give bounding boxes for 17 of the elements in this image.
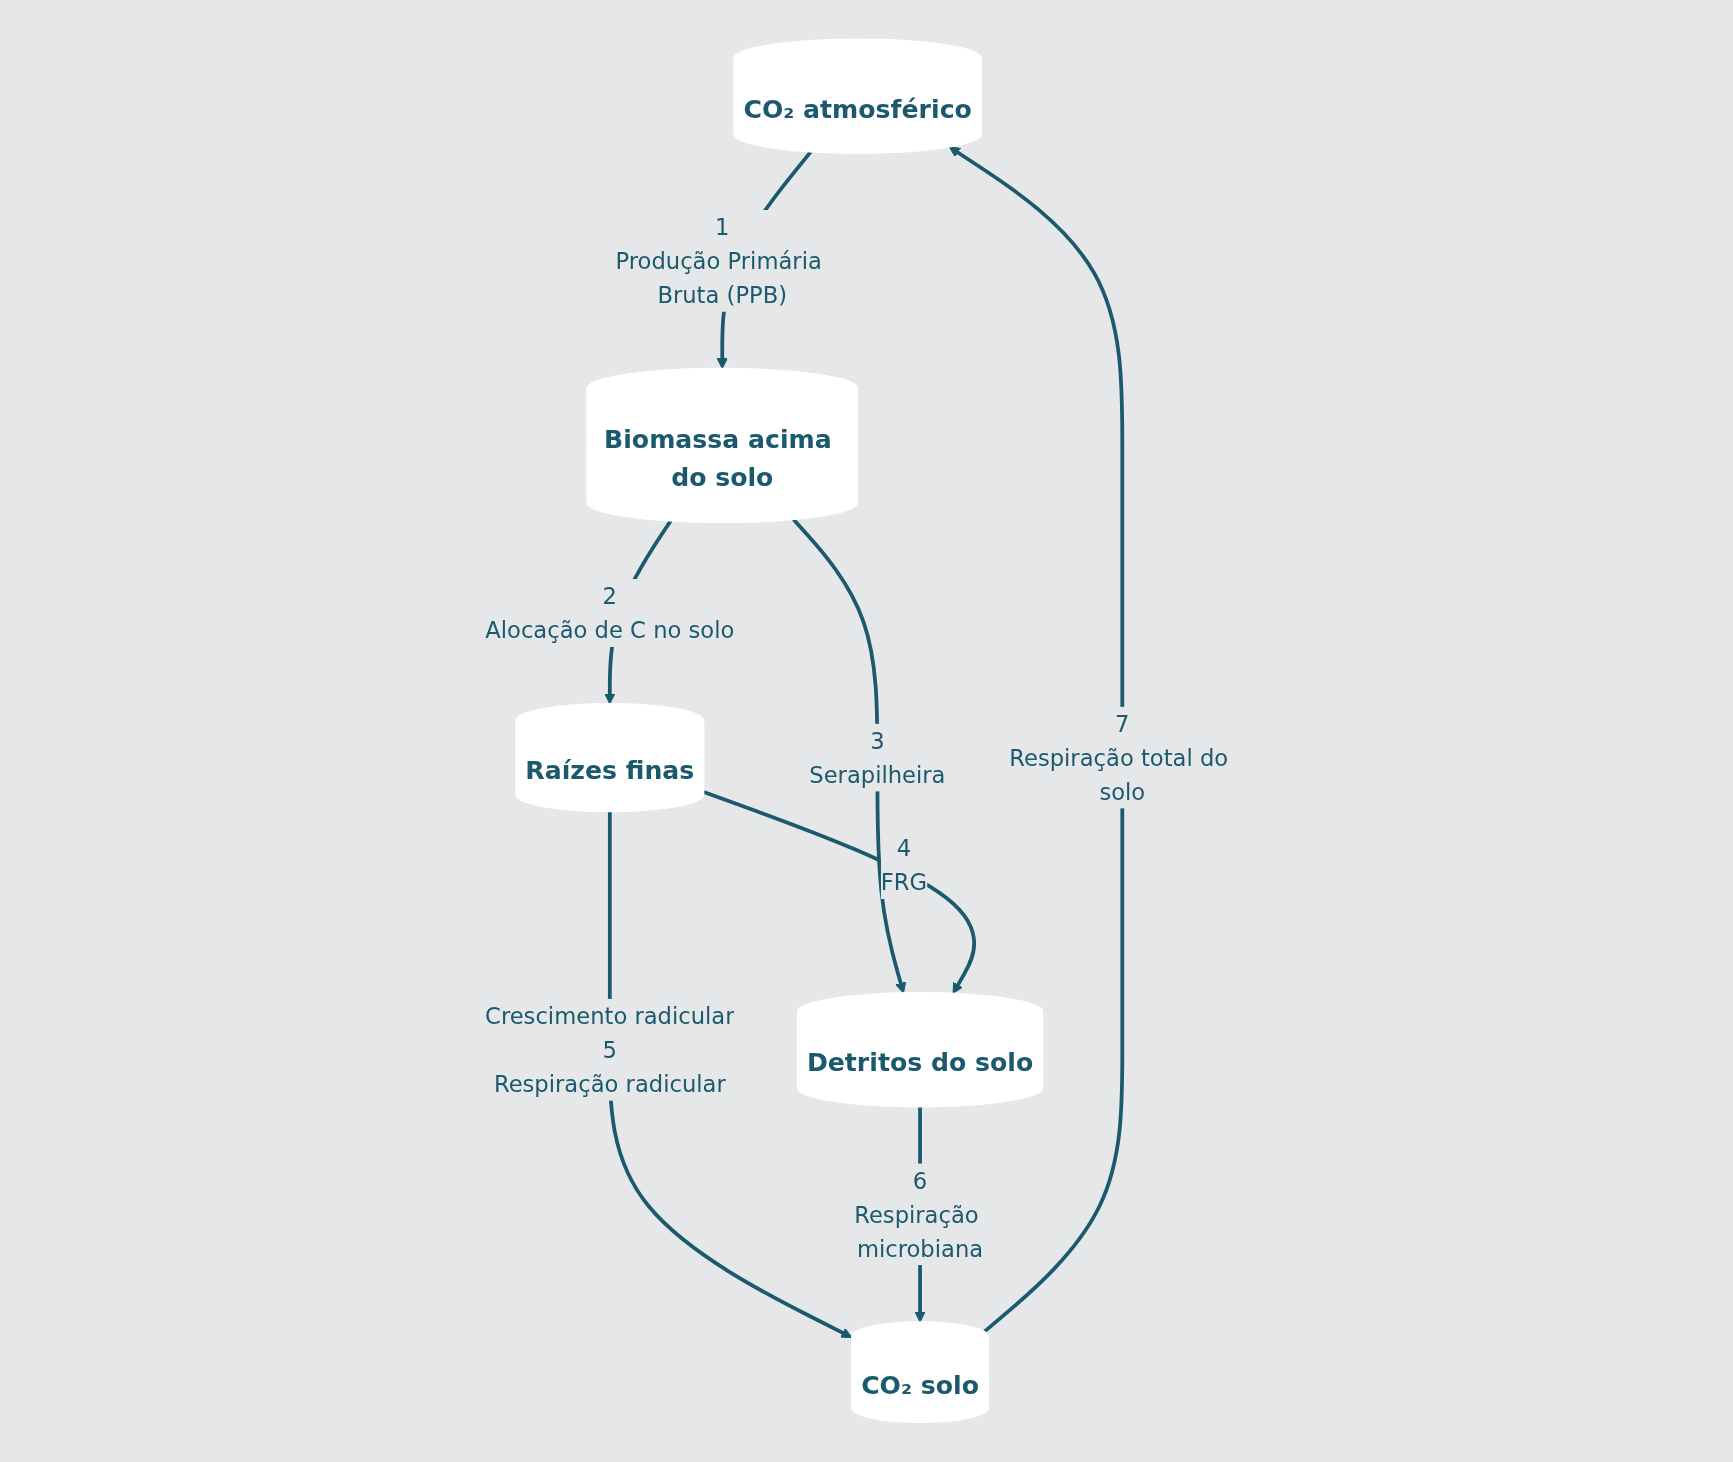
label: 1 bbox=[714, 213, 730, 241]
arrow bbox=[948, 146, 1125, 1334]
edge-label: FRG bbox=[880, 869, 928, 896]
label: 4 bbox=[896, 835, 912, 862]
edge-label: Serapilheira bbox=[809, 761, 946, 789]
label: 3 bbox=[870, 727, 885, 755]
edge-label: Respiração microbiana bbox=[854, 1201, 984, 1262]
edge-label: Produção Primária Bruta (PPB) bbox=[615, 247, 822, 309]
arrow bbox=[703, 790, 976, 995]
label: 5 bbox=[602, 1036, 617, 1064]
label: Crescimento radicular bbox=[484, 1002, 735, 1030]
edge-label: Respiração radicular bbox=[493, 1070, 726, 1098]
edge-label: Respiração total do solo bbox=[1009, 744, 1229, 806]
label: 2 bbox=[602, 583, 617, 610]
label: 7 bbox=[1115, 710, 1130, 738]
edge-label: Alocação de C no solo bbox=[485, 617, 735, 644]
label: 6 bbox=[912, 1167, 928, 1194]
